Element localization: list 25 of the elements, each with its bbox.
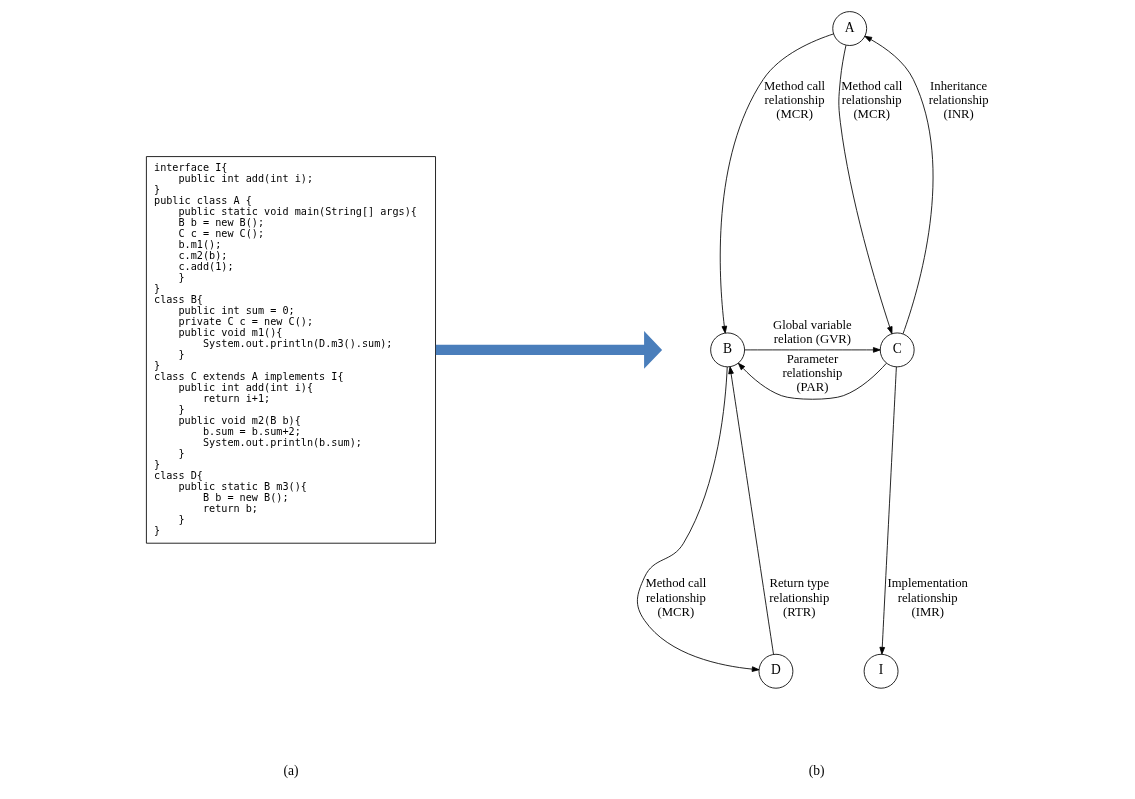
arrow <box>737 362 887 400</box>
edge-label: Return type relationship (RTR) <box>768 576 829 620</box>
edge-label: Method call relationship (MCR) <box>644 576 706 620</box>
edge-label: Method call relationship (MCR) <box>763 78 825 122</box>
arrow <box>727 366 774 655</box>
arrow <box>878 366 897 655</box>
edge-label: Parameter relationship (PAR) <box>781 351 842 395</box>
arrow <box>636 366 759 672</box>
edge-label: Inheritance relationship (INR) <box>928 78 989 122</box>
arrow <box>837 44 892 335</box>
label: (a) <box>282 763 298 779</box>
node-circle: D <box>758 653 793 689</box>
edge-label: Global variable relation (GVR) <box>772 317 852 347</box>
edge-label: Implementation relationship (IMR) <box>886 576 968 620</box>
arrow <box>435 330 662 369</box>
edge-label: Method call relationship (MCR) <box>840 78 902 122</box>
arrow <box>719 33 834 334</box>
node-box: interface I{ public int add(int i); } public class A { public static void main(String[] args){ B b = new B(); C c = new C(); b.m1(); c.m2(b); c.add(1); } } class B{ public int sum = 0; private C c = new C(); public void m1(){ System.out.println(D.m3().sum); } } class C extends A implements I{ public int add(int i){ return i+1; } public void m2(B b){ b.sum = b.sum+2; System.out.println(b.sum); } } class D{ public static B m3(){ B b = new B(); return b; } } <box>145 156 436 544</box>
node-circle: I <box>863 653 898 689</box>
node-circle: B <box>709 332 745 368</box>
label: (b) <box>808 763 825 779</box>
node-circle: A <box>831 11 867 46</box>
arrow <box>743 347 881 353</box>
arrow <box>863 35 933 335</box>
node-circle: C <box>879 332 915 368</box>
